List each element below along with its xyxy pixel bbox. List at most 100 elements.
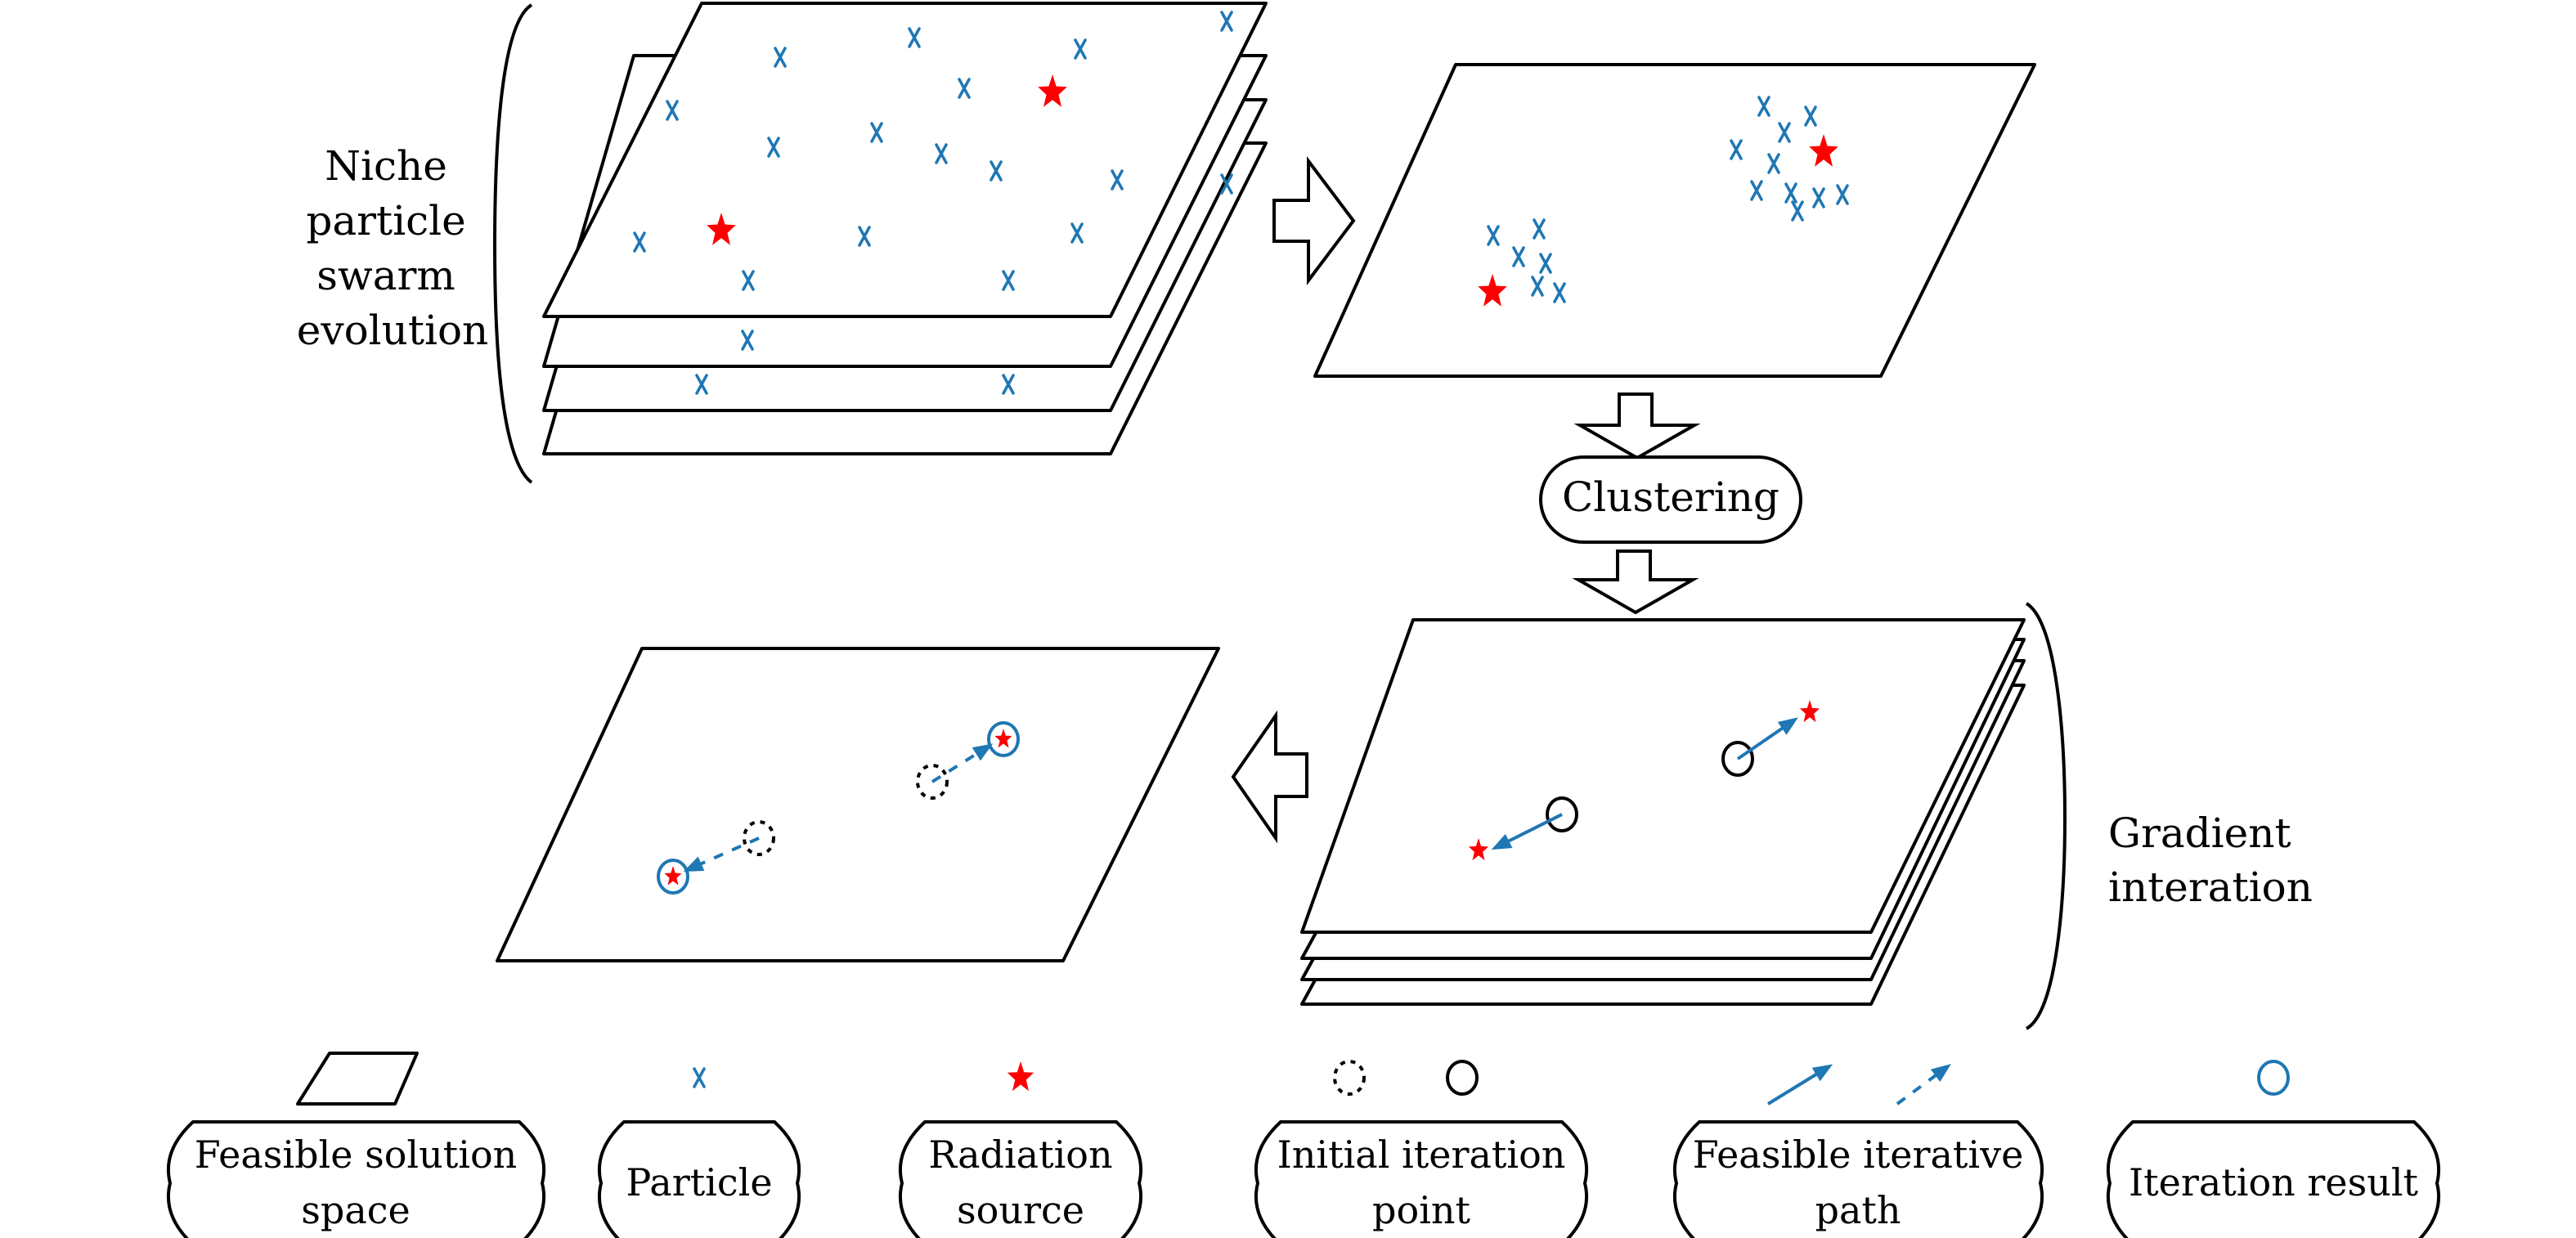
clustering-box bbox=[1539, 455, 1802, 544]
star-icon bbox=[1007, 1061, 1034, 1092]
particle-icon bbox=[741, 330, 754, 351]
gradient-stack bbox=[1300, 618, 2026, 1006]
clustering-label: Clustering bbox=[1562, 473, 1779, 521]
radiation-source-icon bbox=[1478, 274, 1507, 307]
niche-pso-stack bbox=[542, 2, 1268, 455]
result-plane bbox=[496, 647, 1220, 962]
legend-box bbox=[597, 1120, 801, 1238]
particle-icon bbox=[908, 27, 921, 48]
particle-icon bbox=[1002, 374, 1015, 395]
iterative-path-arrow bbox=[1766, 1064, 1833, 1106]
iterative-path-arrow bbox=[1736, 717, 1798, 760]
iterative-path-arrow bbox=[1491, 813, 1563, 850]
niche-pso-label: Niche particle swarm evolution bbox=[297, 142, 489, 354]
particle-icon bbox=[1730, 139, 1743, 160]
iterative-path-dashed-arrow bbox=[683, 837, 760, 872]
radiation-source-icon bbox=[1799, 700, 1820, 723]
particle-icon bbox=[858, 226, 871, 247]
particle-icon bbox=[1778, 122, 1791, 143]
down-arrow-icon bbox=[1572, 549, 1699, 615]
particle-icon bbox=[1757, 96, 1770, 117]
particle-icon bbox=[1531, 276, 1544, 297]
clustered-plane bbox=[1313, 63, 2036, 378]
particle-icon bbox=[1002, 270, 1015, 291]
iteration-result-icon bbox=[657, 859, 689, 895]
radiation-source-icon bbox=[1007, 1061, 1034, 1092]
legend-box bbox=[898, 1120, 1143, 1238]
particle-icon bbox=[1784, 182, 1797, 204]
right-brace bbox=[2025, 602, 2067, 1030]
particle-icon bbox=[1836, 184, 1849, 205]
arrow-icon bbox=[1766, 1064, 1951, 1106]
legend-label: Particle bbox=[626, 1160, 772, 1204]
particle-icon bbox=[1487, 225, 1500, 246]
particle-icon bbox=[1074, 38, 1087, 60]
iterative-path-dashed-arrow bbox=[1896, 1064, 1951, 1106]
cross-icon bbox=[693, 1067, 706, 1088]
legend-box bbox=[166, 1120, 546, 1238]
down-arrow-icon bbox=[1573, 392, 1701, 460]
feasible-space-clustered bbox=[1313, 63, 2036, 378]
particle-icon bbox=[1512, 246, 1525, 267]
legend-item-iteration-result: Iteration result bbox=[2106, 1060, 2441, 1238]
feasible-space-result bbox=[496, 647, 1220, 962]
initial-point-icon bbox=[1446, 1060, 1479, 1096]
legend-item-particle: Particle bbox=[597, 1067, 801, 1238]
particle-icon bbox=[1539, 253, 1552, 274]
particle-icon bbox=[695, 374, 708, 395]
particle-icon bbox=[774, 47, 787, 68]
circle-icon bbox=[1333, 1060, 1479, 1096]
particle-icon bbox=[1812, 187, 1825, 209]
left-brace bbox=[492, 3, 533, 484]
particle-icon bbox=[1533, 218, 1546, 240]
particle-icon bbox=[1220, 11, 1233, 32]
legend-box bbox=[2106, 1120, 2441, 1238]
initial-point-dashed-icon bbox=[1333, 1060, 1366, 1096]
iteration-result-icon bbox=[987, 721, 1020, 757]
gradient-label: Gradient interation bbox=[2108, 810, 2313, 911]
particle-icon bbox=[693, 1067, 706, 1088]
particle-icon bbox=[1553, 282, 1566, 303]
particle-icon bbox=[1804, 105, 1817, 127]
particle-icon bbox=[767, 137, 780, 158]
particle-icon bbox=[1750, 180, 1763, 201]
particle-icon bbox=[1070, 222, 1084, 244]
blue-circle-icon bbox=[2257, 1060, 2290, 1096]
clustering-step: Clustering bbox=[1539, 455, 1802, 544]
right-arrow-icon bbox=[1272, 156, 1356, 285]
initial-point-dashed-icon bbox=[916, 764, 949, 800]
particle-icon bbox=[633, 231, 646, 253]
radiation-source-icon bbox=[707, 213, 736, 245]
parallelogram-icon bbox=[296, 1052, 419, 1106]
radiation-source-icon bbox=[664, 866, 682, 886]
particle-icon bbox=[1111, 169, 1124, 191]
particle-icon bbox=[742, 270, 755, 291]
particle-icon bbox=[666, 100, 679, 121]
particle-icon bbox=[958, 78, 971, 99]
radiation-source-icon bbox=[1468, 838, 1489, 861]
radiation-source-icon bbox=[1038, 74, 1067, 107]
iteration-result-icon bbox=[2257, 1060, 2290, 1096]
particle-icon bbox=[1791, 200, 1804, 222]
particle-icon bbox=[870, 122, 883, 143]
particle-icon bbox=[935, 143, 948, 164]
radiation-source-icon bbox=[994, 729, 1012, 748]
initial-point-icon bbox=[1721, 741, 1754, 777]
left-arrow-icon bbox=[1231, 710, 1308, 844]
radiation-source-icon bbox=[1809, 134, 1838, 167]
legend-box bbox=[1672, 1120, 2044, 1238]
initial-point-icon bbox=[1546, 796, 1578, 832]
particle-icon bbox=[1767, 153, 1780, 174]
legend-label: Iteration result bbox=[2129, 1160, 2419, 1204]
initial-point-dashed-icon bbox=[743, 820, 775, 856]
legend-box bbox=[1254, 1120, 1589, 1238]
